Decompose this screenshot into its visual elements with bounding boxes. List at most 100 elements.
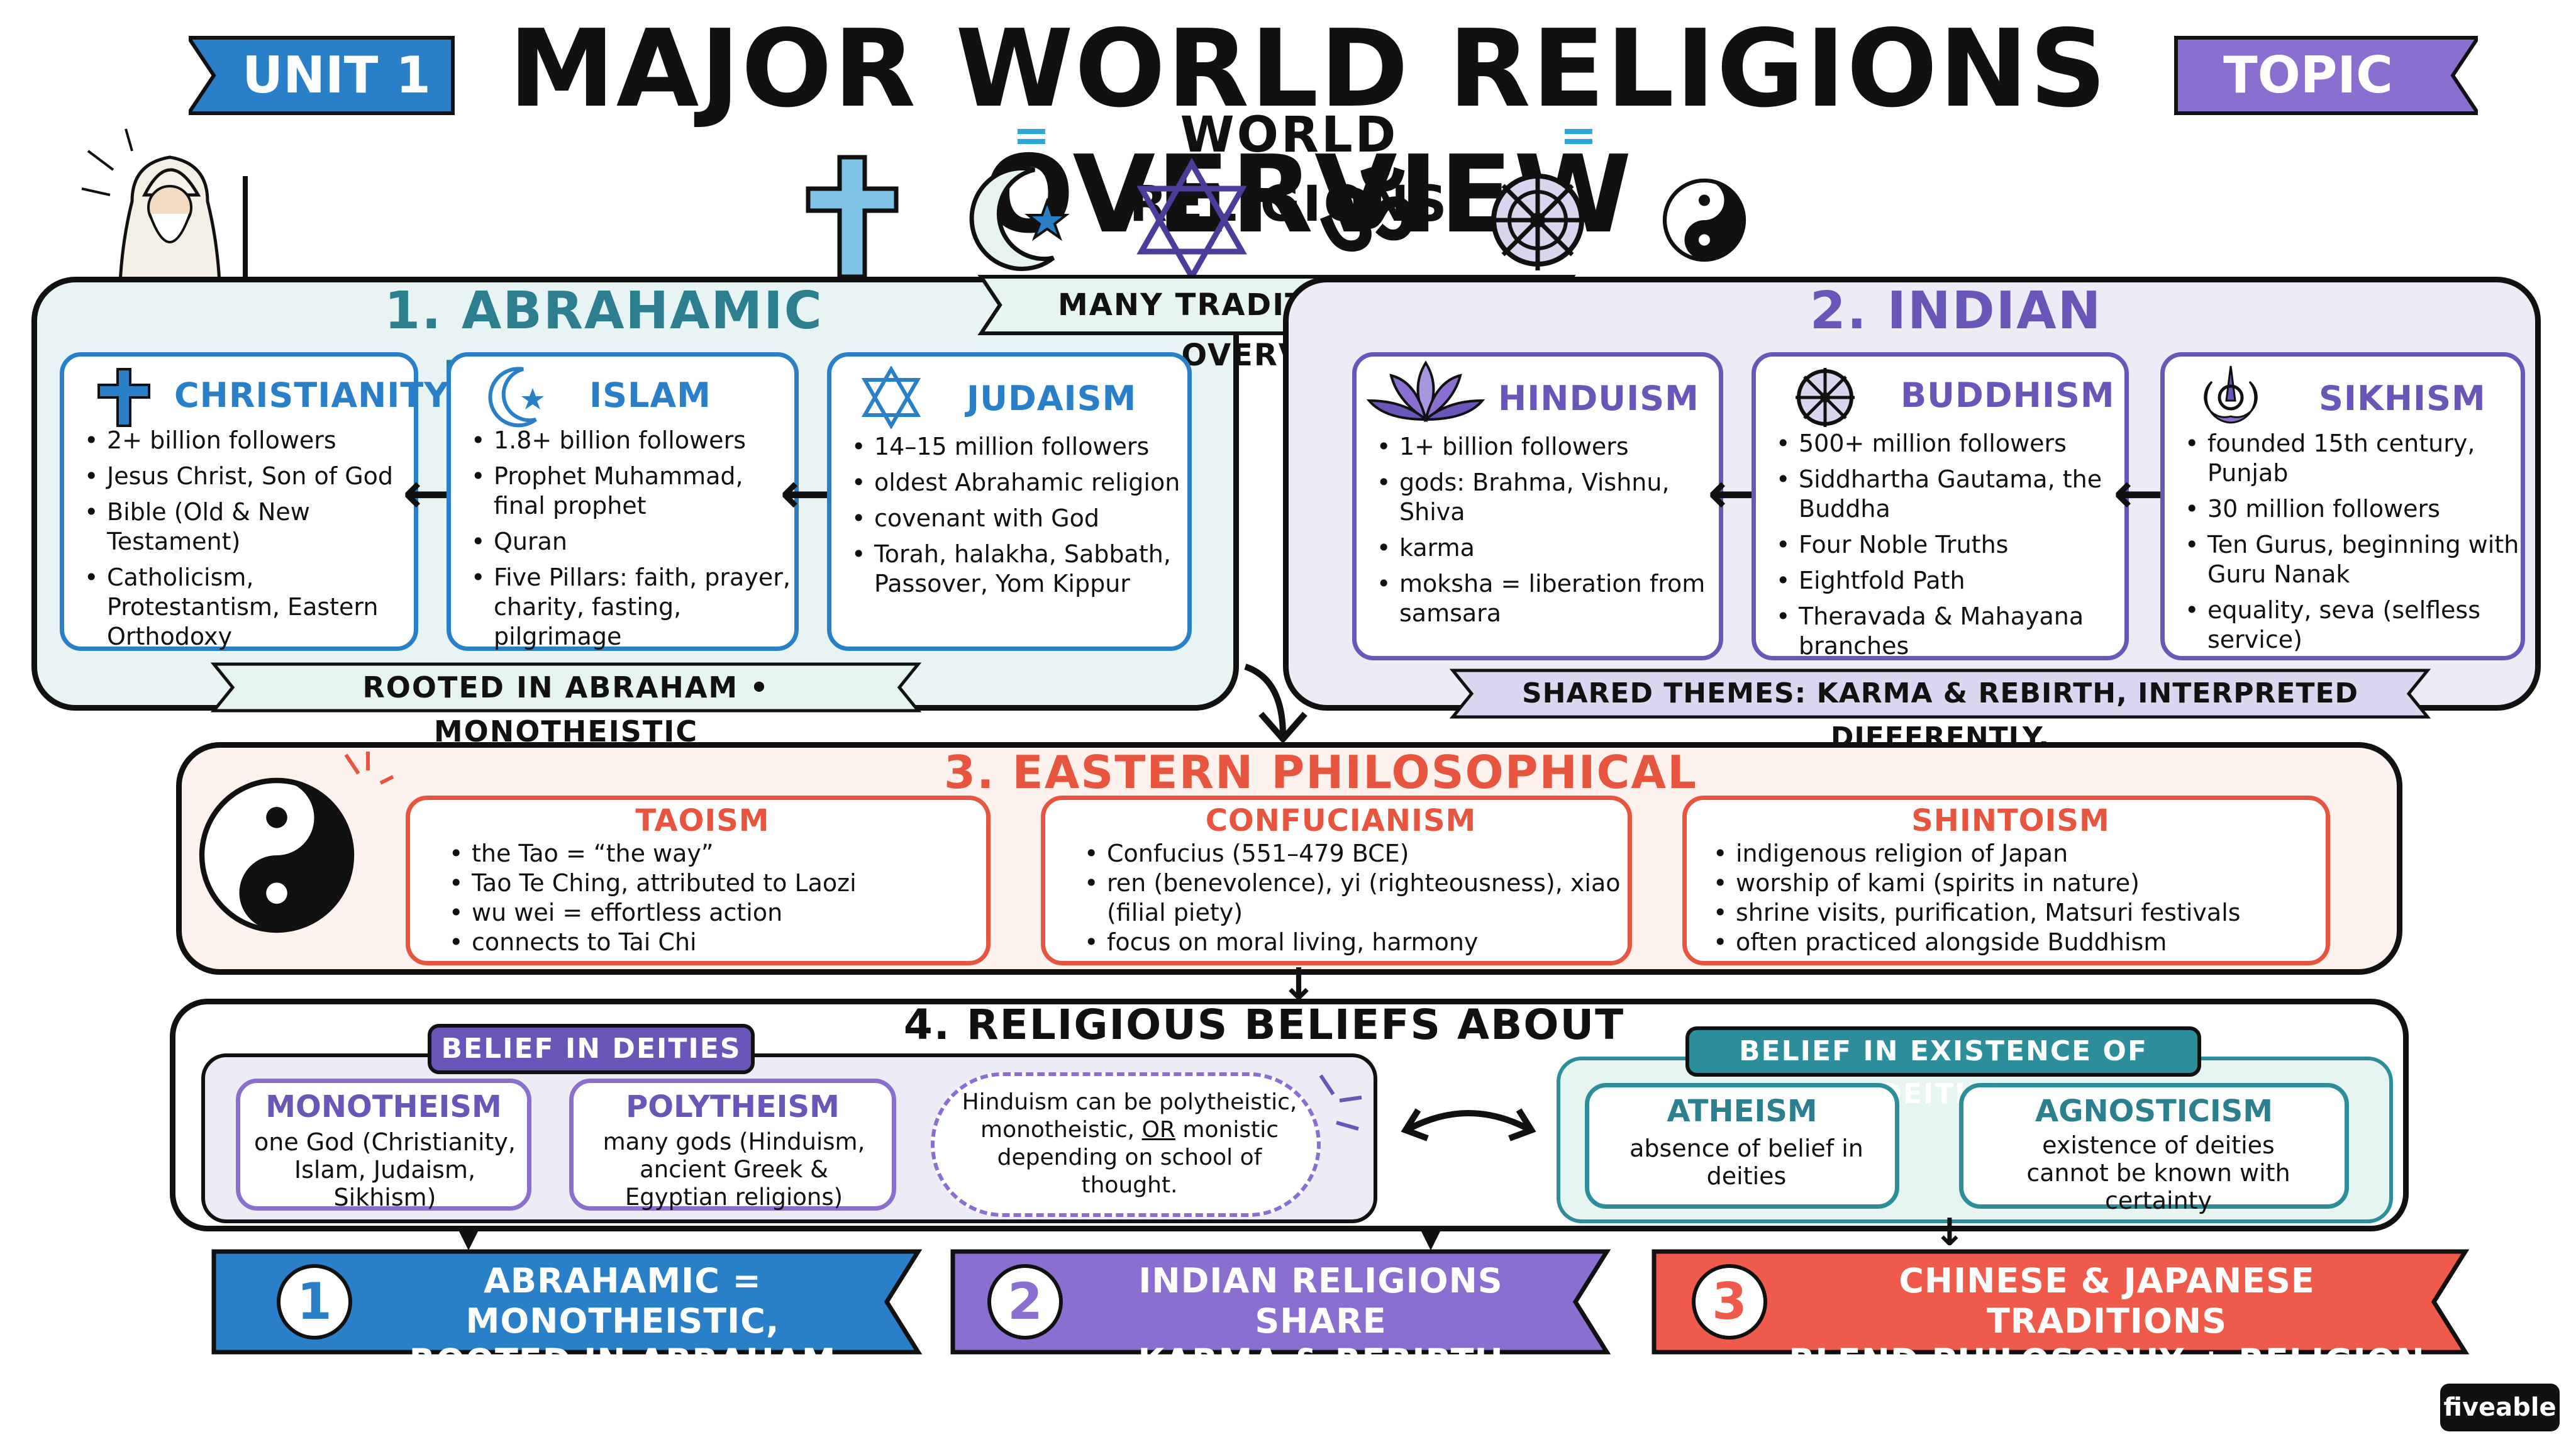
shintoism-title: SHINTOISM: [1911, 803, 2110, 838]
list-item: connects to Tai Chi: [441, 928, 982, 957]
sikhism-title: SIKHISM: [2319, 379, 2486, 418]
list-item: Catholicism, Protestantism, Eastern Orth…: [77, 563, 410, 652]
takeaway-text-3: CHINESE & JAPANESE TRADITIONS BLEND PHIL…: [1789, 1261, 2425, 1381]
brand-logo: fiveable: [2440, 1384, 2560, 1431]
subtitle: WORLD RELIGIONS: [1129, 107, 1450, 233]
crescent-star-icon: [482, 363, 552, 432]
yin-yang-icon: [199, 777, 355, 933]
list-item: 30 million followers: [2177, 494, 2520, 524]
dharma-wheel-icon: [1487, 170, 1588, 270]
down-arrow-icon: ▼: [1418, 1218, 1443, 1254]
cross-icon: [806, 155, 899, 279]
taoism-card: TAOISM the Tao = “the way” Tao Te Ching,…: [406, 796, 991, 965]
khanda-icon: [2204, 365, 2258, 424]
list-item: Confucius (551–479 BCE): [1077, 839, 1624, 869]
polytheism-text: many gods (Hinduism, ancient Greek & Egy…: [602, 1128, 865, 1211]
list-item: Prophet Muhammad, final prophet: [464, 462, 791, 521]
agnosticism-title: AGNOSTICISM: [2035, 1094, 2273, 1129]
list-item: Theravada & Mahayana branches: [1768, 602, 2124, 661]
takeaway-number-1: 1: [277, 1264, 352, 1340]
taoism-title: TAOISM: [635, 803, 770, 838]
hinduism-title: HINDUISM: [1498, 379, 1699, 418]
sikhism-card: SIKHISM founded 15th century, Punjab 30 …: [2160, 352, 2525, 660]
list-item: karma: [1369, 533, 1715, 563]
polytheism-card: POLYTHEISM many gods (Hinduism, ancient …: [569, 1079, 896, 1211]
deities-title: 4. RELIGIOUS BELIEFS ABOUT DEITIES: [903, 1001, 1625, 1112]
islam-card: ISLAM 1.8+ billion followers Prophet Muh…: [447, 352, 799, 651]
monotheism-text: one God (Christianity, Islam, Judaism, S…: [254, 1128, 516, 1211]
dharma-wheel-icon: [1796, 368, 1855, 427]
judaism-card: JUDAISM 14–15 million followers oldest A…: [827, 352, 1192, 651]
hinduism-note-text: Hinduism can be polytheistic, monotheist…: [962, 1089, 1297, 1198]
belief-in-deities-label: BELIEF IN DEITIES: [428, 1024, 755, 1074]
subtitle-dash-left: =: [1013, 109, 1050, 161]
list-item: ren (benevolence), yi (righteousness), x…: [1077, 869, 1624, 928]
list-item: 1.8+ billion followers: [464, 426, 791, 455]
list-item: 500+ million followers: [1768, 429, 2124, 458]
takeaway-number-2: 2: [987, 1264, 1063, 1340]
list-item: gods: Brahma, Vishnu, Shiva: [1369, 468, 1715, 527]
list-item: Four Noble Truths: [1768, 530, 2124, 560]
abrahamic-title: 1. ABRAHAMIC RELIGIONS: [384, 281, 823, 410]
monotheism-title: MONOTHEISM: [265, 1089, 502, 1124]
agnosticism-text: existence of deities cannot be known wit…: [2026, 1131, 2290, 1214]
list-item: 1+ billion followers: [1369, 432, 1715, 462]
takeaway-text-1: ABRAHAMIC = MONOTHEISTIC, ROOTED IN ABRA…: [409, 1261, 836, 1381]
christianity-title: CHRISTIANITY: [174, 375, 450, 415]
crescent-star-icon: [969, 166, 1070, 271]
hinduism-note: Hinduism can be polytheistic, monotheist…: [931, 1072, 1321, 1217]
sparkle-lines: [344, 752, 394, 785]
buddhism-card: BUDDHISM 500+ million followers Siddhart…: [1752, 352, 2129, 660]
list-item: focus on moral living, harmony: [1077, 928, 1624, 957]
list-item: 14–15 million followers: [844, 432, 1187, 462]
takeaway-ribbon-1: [211, 1249, 923, 1355]
unit-label: UNIT 1: [242, 46, 431, 104]
list-item: 2+ billion followers: [77, 426, 410, 455]
subtitle-dash-right: =: [1560, 109, 1597, 161]
list-item: Eightfold Path: [1768, 566, 2124, 596]
list-item: founded 15th century, Punjab: [2177, 429, 2520, 488]
list-item: Quran: [464, 527, 791, 557]
list-item: Ten Gurus, beginning with Guru Nanak: [2177, 530, 2520, 589]
hinduism-card: HINDUISM 1+ billion followers gods: Brah…: [1352, 352, 1723, 660]
indian-title: 2. INDIAN RELIGIONS: [1794, 281, 2116, 410]
list-item: often practiced alongside Buddhism: [1706, 928, 2328, 957]
list-item: Bible (Old & New Testament): [77, 497, 410, 557]
lotus-icon: [1366, 360, 1485, 423]
topic-label: TOPIC 1.2: [2223, 46, 2393, 167]
list-item: covenant with God: [844, 504, 1187, 533]
monotheism-card: MONOTHEISM one God (Christianity, Islam,…: [236, 1079, 531, 1211]
takeaway-number-3: 3: [1692, 1264, 1767, 1340]
list-item: Siddhartha Gautama, the Buddha: [1768, 465, 2124, 524]
star-of-david-icon: [860, 365, 923, 430]
confucianism-card: CONFUCIANISM Confucius (551–479 BCE) ren…: [1041, 796, 1632, 965]
buddhism-title: BUDDHISM: [1901, 375, 2115, 415]
list-item: shrine visits, purification, Matsuri fes…: [1706, 898, 2328, 928]
existence-label: BELIEF IN EXISTENCE OF DEITIES: [1685, 1026, 2201, 1110]
double-curved-arrow-icon: [1401, 1108, 1536, 1141]
takeaway-ribbon-3: [1652, 1249, 2470, 1355]
shintoism-card: SHINTOISM indigenous religion of Japan w…: [1682, 796, 2330, 965]
curved-arrow-icon: [1244, 663, 1307, 744]
judaism-title: JUDAISM: [967, 379, 1137, 418]
list-item: Jesus Christ, Son of God: [77, 462, 410, 491]
abrahamic-footer: ROOTED IN ABRAHAM • MONOTHEISTIC: [362, 670, 770, 748]
down-arrow-icon: ▼: [456, 1218, 481, 1254]
list-item: Torah, halakha, Sabbath, Passover, Yom K…: [844, 540, 1187, 599]
list-item: wu wei = effortless action: [441, 898, 982, 928]
agnosticism-card: AGNOSTICISM existence of deities cannot …: [1959, 1083, 2349, 1214]
takeaway-ribbon-2: [950, 1249, 1611, 1355]
list-item: equality, seva (selfless service): [2177, 596, 2520, 655]
topic-ribbon: [2174, 36, 2478, 115]
list-item: the Tao = “the way”: [441, 839, 982, 869]
abrahamic-footer-ribbon: [210, 662, 922, 713]
atheism-card: ATHEISM absence of belief in deities: [1585, 1083, 1899, 1209]
star-of-david-icon: [1136, 157, 1247, 283]
unit-ribbon: [189, 36, 455, 115]
atheism-title: ATHEISM: [1667, 1094, 1818, 1129]
confucianism-title: CONFUCIANISM: [1205, 803, 1477, 838]
list-item: Tao Te Ching, attributed to Laozi: [441, 869, 982, 898]
down-arrow-icon: ↓: [1933, 1211, 1966, 1255]
list-item: moksha = liberation from samsara: [1369, 569, 1715, 628]
sparkle-lines: [1319, 1074, 1362, 1131]
